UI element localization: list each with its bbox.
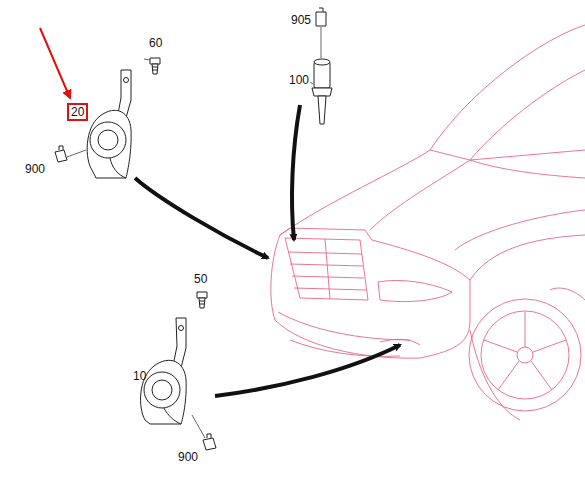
sensor-100 [312, 8, 332, 124]
connector-900 [203, 434, 216, 450]
callout-number: 10 [133, 369, 146, 383]
callout-number: 100 [289, 73, 309, 87]
screw-50 [197, 292, 207, 308]
callout-number: 60 [149, 36, 162, 50]
callout-number: 900 [25, 162, 45, 176]
callout-number: 905 [291, 13, 311, 27]
pointer-arrow [40, 28, 70, 98]
callout-number: 900 [178, 450, 198, 464]
car-outline [271, 25, 585, 420]
callout-box: 20 [67, 103, 88, 121]
callout-number: 20 [71, 105, 84, 119]
location-arrow [135, 105, 400, 396]
callout-number: 50 [194, 272, 207, 286]
horn-20 [87, 70, 131, 178]
horn-10 [141, 318, 187, 424]
screw-60 [150, 58, 160, 74]
connector-900 [55, 146, 67, 162]
